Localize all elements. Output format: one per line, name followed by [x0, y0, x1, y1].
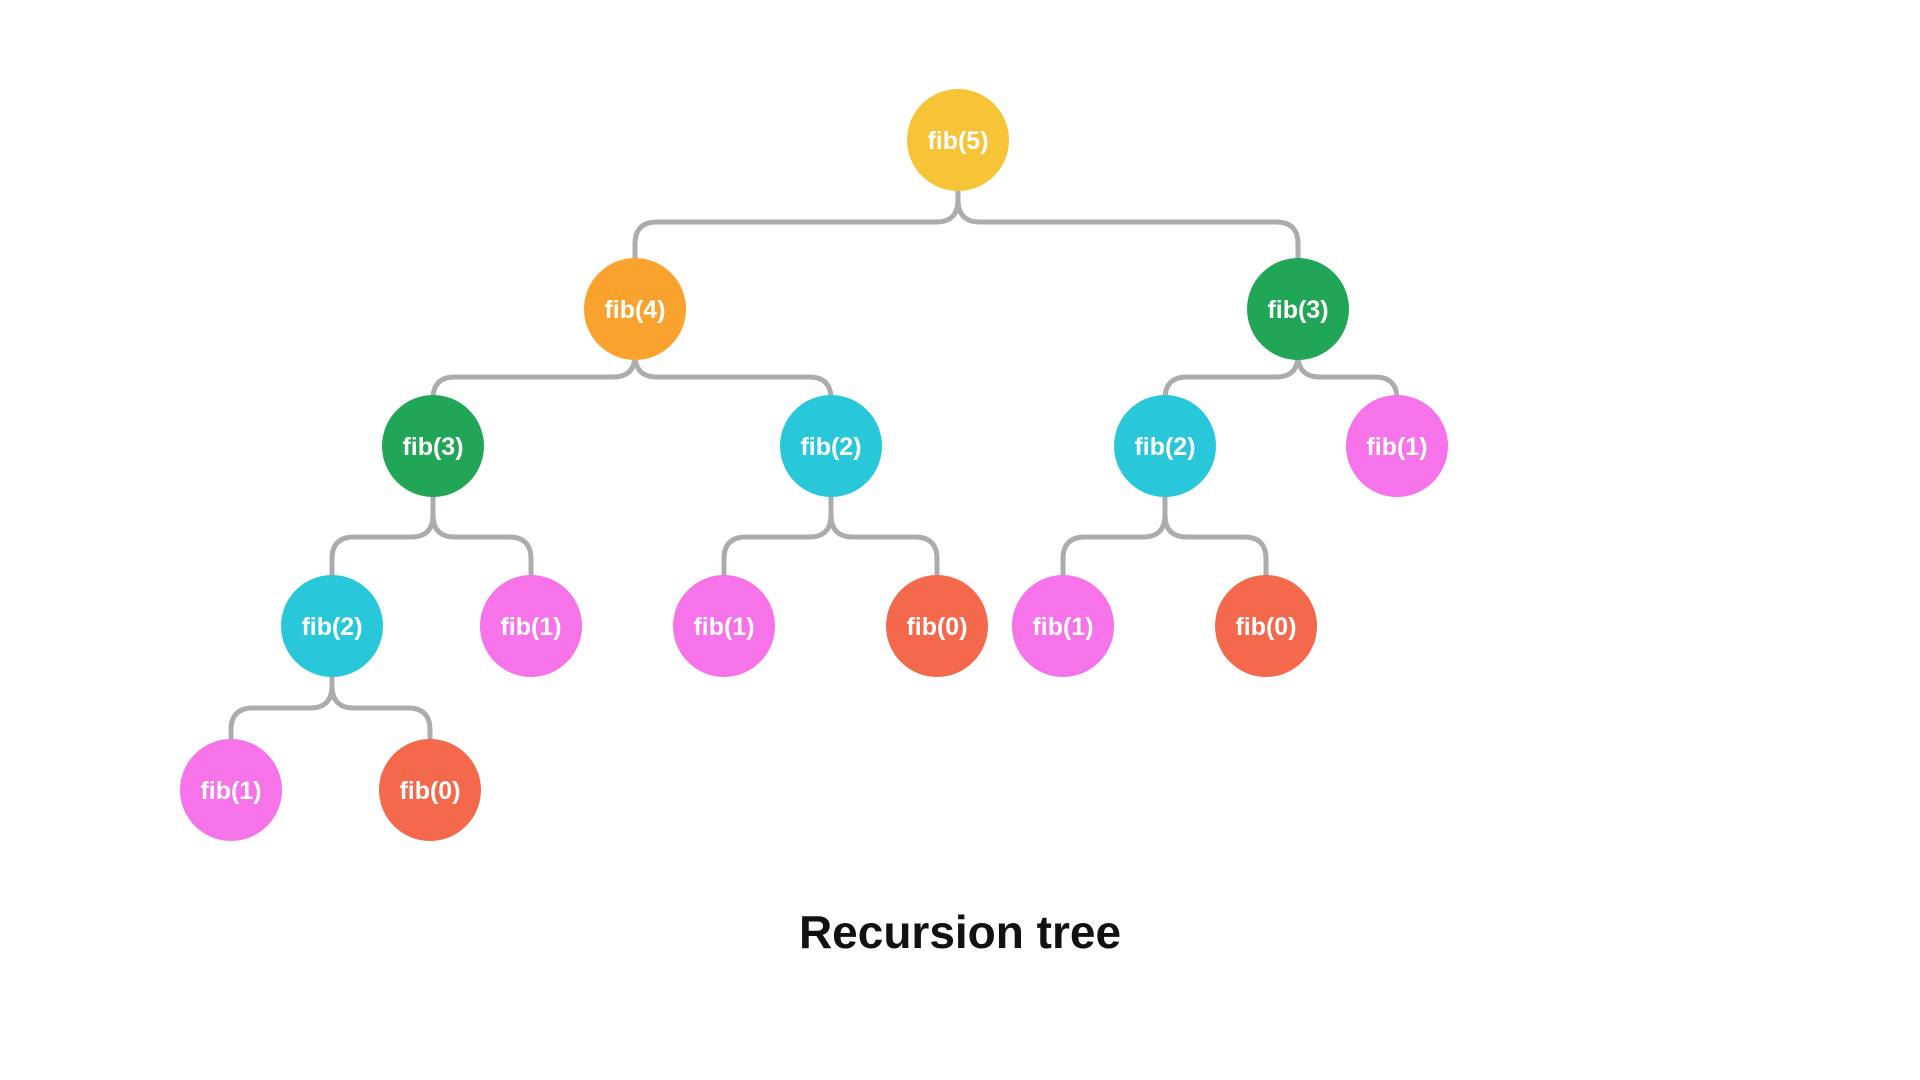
node-label: fib(1)	[1366, 433, 1427, 461]
diagram-title: Recursion tree	[798, 906, 1122, 958]
node-circle	[1012, 575, 1114, 677]
node-circle	[673, 575, 775, 677]
node-label: fib(0)	[1235, 613, 1296, 641]
node-fib1-row4c[interactable]: fib(1)	[1012, 575, 1114, 677]
edge-fib5-fib3	[955, 177, 1301, 272]
node-label: fib(1)	[200, 777, 261, 805]
edge-fib4-fib3	[430, 346, 638, 409]
node-circle	[584, 258, 686, 360]
edge-fib2m-fib0	[828, 483, 940, 589]
node-circle	[480, 575, 582, 677]
node-fib1-rightmost[interactable]: fib(1)	[1346, 395, 1448, 497]
node-circle	[1215, 575, 1317, 677]
node-fib0-row4b[interactable]: fib(0)	[1215, 575, 1317, 677]
node-label: fib(0)	[399, 777, 460, 805]
edge-fib3l-fib2	[329, 483, 436, 589]
node-fib1-row4a[interactable]: fib(1)	[480, 575, 582, 677]
node-label: fib(4)	[604, 296, 665, 324]
edge-fib5-fib4	[632, 177, 961, 272]
edge-fib2b-fib0	[329, 663, 433, 753]
edge-fib3r-fib1	[1295, 346, 1400, 409]
tree-nodes: fib(5) fib(4) fib(3) fib(3) fib(2) fib(2	[180, 89, 1448, 841]
node-fib3-right[interactable]: fib(3)	[1247, 258, 1349, 360]
node-circle	[281, 575, 383, 677]
node-label: fib(0)	[906, 613, 967, 641]
node-label: fib(5)	[927, 127, 988, 155]
edge-fib2m-fib1	[721, 483, 834, 589]
node-circle	[1247, 258, 1349, 360]
node-circle	[1346, 395, 1448, 497]
node-fib0-row4a[interactable]: fib(0)	[886, 575, 988, 677]
node-label: fib(3)	[402, 433, 463, 461]
node-fib5-root[interactable]: fib(5)	[907, 89, 1009, 191]
edge-fib2r-fib1	[1060, 483, 1168, 589]
node-circle	[382, 395, 484, 497]
node-circle	[379, 739, 481, 841]
node-circle	[907, 89, 1009, 191]
node-fib2-mid[interactable]: fib(2)	[780, 395, 882, 497]
node-fib4[interactable]: fib(4)	[584, 258, 686, 360]
edge-fib2b-fib1	[228, 663, 335, 753]
node-label: fib(3)	[1267, 296, 1328, 324]
node-label: fib(1)	[500, 613, 561, 641]
node-label: fib(2)	[800, 433, 861, 461]
node-label: fib(1)	[693, 613, 754, 641]
node-fib1-row5[interactable]: fib(1)	[180, 739, 282, 841]
node-fib0-row5[interactable]: fib(0)	[379, 739, 481, 841]
node-fib3-left[interactable]: fib(3)	[382, 395, 484, 497]
node-label: fib(1)	[1032, 613, 1093, 641]
node-fib1-row4b[interactable]: fib(1)	[673, 575, 775, 677]
node-circle	[180, 739, 282, 841]
node-fib2-bottomleft[interactable]: fib(2)	[281, 575, 383, 677]
node-fib2-right[interactable]: fib(2)	[1114, 395, 1216, 497]
edge-fib2r-fib0	[1162, 483, 1269, 589]
tree-edges	[228, 177, 1400, 753]
edge-fib3r-fib2	[1162, 346, 1301, 409]
node-circle	[886, 575, 988, 677]
edge-fib4-fib2	[632, 346, 834, 409]
node-circle	[1114, 395, 1216, 497]
edge-fib3l-fib1	[430, 483, 534, 589]
node-label: fib(2)	[1134, 433, 1195, 461]
node-label: fib(2)	[301, 613, 362, 641]
node-circle	[780, 395, 882, 497]
